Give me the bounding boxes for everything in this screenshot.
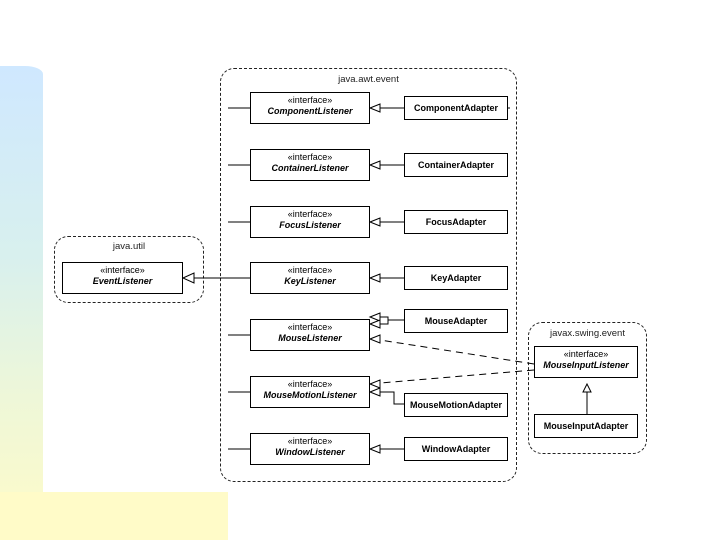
stereotype-label: «interface» [287, 265, 333, 275]
class-mouse-input-adapter: MouseInputAdapter [534, 414, 638, 438]
class-name: FocusAdapter [425, 216, 487, 227]
package-label: java.awt.event [338, 74, 399, 85]
class-name: MouseAdapter [424, 315, 488, 326]
class-name: WindowAdapter [421, 443, 491, 454]
class-window-adapter: WindowAdapter [404, 437, 508, 461]
stereotype-label: «interface» [287, 152, 333, 162]
interface-name: MouseMotionListener [263, 390, 357, 400]
package-label: java.util [112, 241, 146, 252]
package-java-awt-event: java.awt.event [220, 68, 517, 482]
stereotype-label: «interface» [287, 209, 333, 219]
stereotype-label: «interface» [287, 322, 333, 332]
stereotype-label: «interface» [287, 436, 333, 446]
class-name: MouseInputAdapter [543, 420, 629, 431]
interface-event-listener: «interface» EventListener [62, 262, 183, 294]
class-name: MouseMotionAdapter [410, 399, 502, 410]
class-mouse-adapter: MouseAdapter [404, 309, 508, 333]
interface-mouse-motion-listener: «interface» MouseMotionListener [250, 376, 370, 408]
interface-mouse-listener: «interface» MouseListener [250, 319, 370, 351]
class-container-adapter: ContainerAdapter [404, 153, 508, 177]
stereotype-label: «interface» [563, 349, 609, 359]
class-name: ContainerAdapter [417, 159, 494, 170]
interface-name: KeyListener [284, 276, 336, 286]
interface-name: MouseListener [278, 333, 342, 343]
interface-key-listener: «interface» KeyListener [250, 262, 370, 294]
interface-name: FocusListener [279, 220, 341, 230]
interface-name: ContainerListener [271, 163, 349, 173]
slide-background-bottom [0, 492, 228, 540]
interface-name: ComponentListener [267, 106, 353, 116]
interface-name: MouseInputListener [543, 360, 629, 370]
stereotype-label: «interface» [287, 379, 333, 389]
interface-component-listener: «interface» ComponentListener [250, 92, 370, 124]
slide-background-gradient [0, 66, 43, 540]
class-name: KeyAdapter [430, 272, 482, 283]
interface-name: EventListener [92, 276, 153, 286]
class-key-adapter: KeyAdapter [404, 266, 508, 290]
interface-window-listener: «interface» WindowListener [250, 433, 370, 465]
class-name: ComponentAdapter [414, 102, 498, 113]
class-component-adapter: ComponentAdapter [404, 96, 508, 120]
package-label: javax.swing.event [550, 328, 625, 339]
stereotype-label: «interface» [287, 95, 333, 105]
package-javax-swing-event: javax.swing.event [528, 322, 647, 454]
class-mouse-motion-adapter: MouseMotionAdapter [404, 393, 508, 417]
interface-container-listener: «interface» ContainerListener [250, 149, 370, 181]
stereotype-label: «interface» [100, 265, 145, 275]
interface-mouse-input-listener: «interface» MouseInputListener [534, 346, 638, 378]
class-focus-adapter: FocusAdapter [404, 210, 508, 234]
interface-focus-listener: «interface» FocusListener [250, 206, 370, 238]
package-java-util: java.util [54, 236, 204, 303]
interface-name: WindowListener [275, 447, 345, 457]
